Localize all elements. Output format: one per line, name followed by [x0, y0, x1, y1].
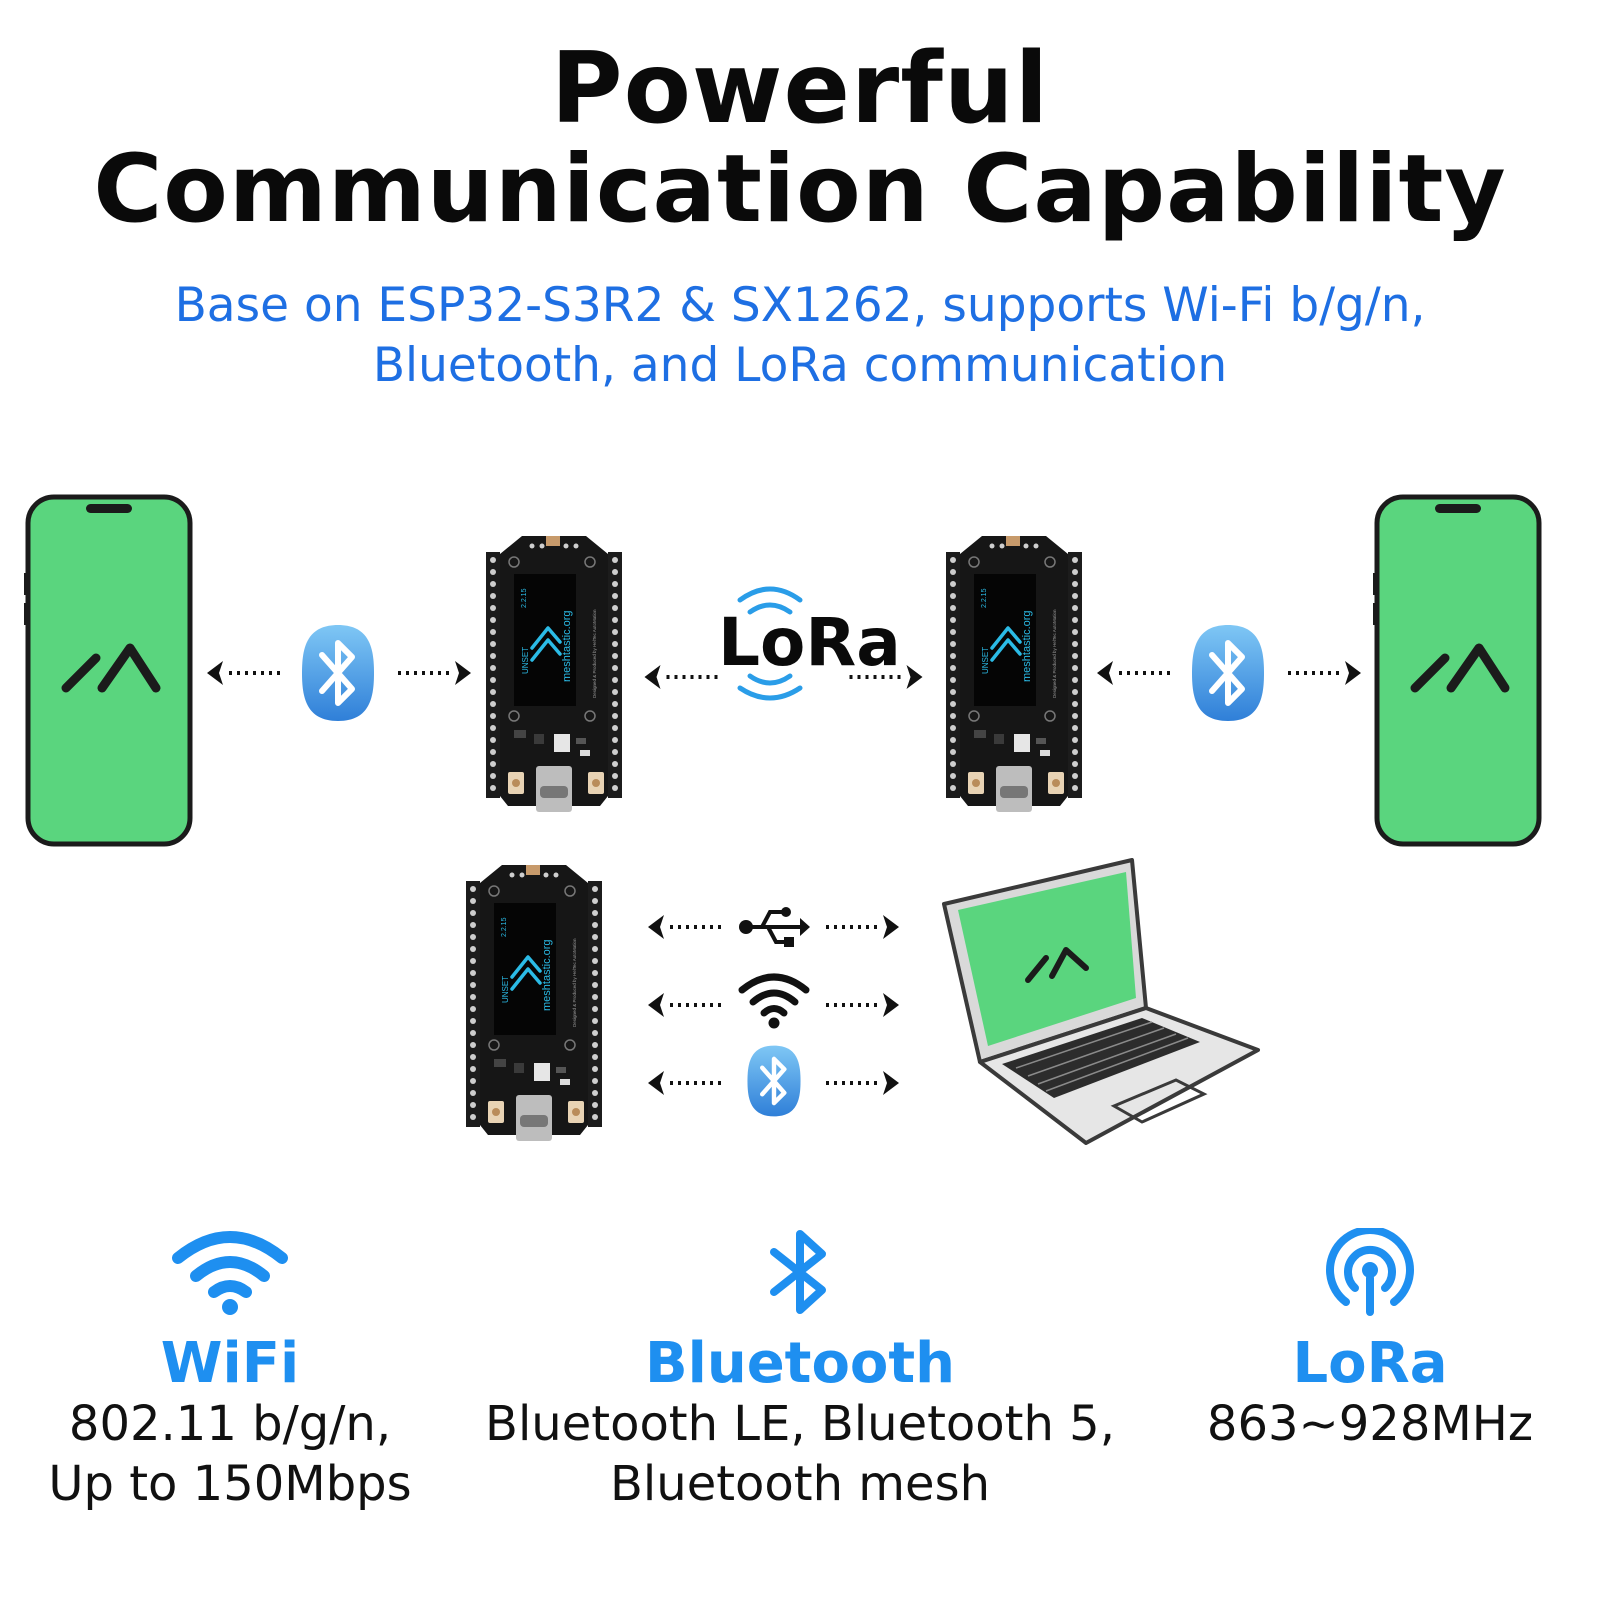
lora-board [944, 528, 1084, 813]
feature-desc: Up to 150Mbps [48, 1456, 412, 1512]
feature-desc: Bluetooth LE, Bluetooth 5, [485, 1396, 1115, 1452]
arrow-left [640, 912, 732, 942]
bluetooth-icon [746, 1044, 802, 1118]
bluetooth-icon [300, 623, 376, 723]
feature-name: WiFi [160, 1331, 300, 1396]
page-title: Powerful [550, 32, 1050, 146]
bluetooth-icon [760, 1228, 840, 1320]
feature-desc: Bluetooth mesh [610, 1456, 990, 1512]
arrow-right [815, 990, 907, 1020]
usb-icon [738, 904, 810, 950]
bluetooth-icon [1190, 623, 1266, 723]
lora-waves-icon [730, 578, 810, 712]
lora-label: LoRa [718, 604, 901, 681]
phone-left [24, 493, 194, 848]
page-title-line2: Communication Capability [93, 135, 1507, 244]
lora-board [484, 528, 624, 813]
feature-wifi: WiFi 802.11 b/g/n, Up to 150Mbps [20, 1228, 440, 1514]
arrow-right [1278, 658, 1368, 688]
lora-board [464, 857, 604, 1142]
feature-lora: LoRa 863~928MHz [1160, 1226, 1580, 1454]
feature-name: Bluetooth [644, 1331, 956, 1396]
arrow-right [815, 1068, 907, 1098]
arrow-left [640, 1068, 732, 1098]
feature-bluetooth: Bluetooth Bluetooth LE, Bluetooth 5, Blu… [450, 1228, 1150, 1514]
arrow-left [200, 658, 290, 688]
wifi-icon [170, 1228, 290, 1320]
arrow-left [640, 990, 732, 1020]
laptop [936, 858, 1266, 1148]
subtitle-line2: Bluetooth, and LoRa communication [372, 338, 1228, 393]
subtitle-line1: Base on ESP32-S3R2 & SX1262, supports Wi… [174, 278, 1426, 333]
wifi-icon [738, 970, 810, 1030]
arrow-right [815, 912, 907, 942]
arrow-left [1090, 658, 1180, 688]
subtitle: Base on ESP32-S3R2 & SX1262, supports Wi… [0, 276, 1600, 396]
lora-signal-icon [1324, 1226, 1416, 1320]
arrow-right [388, 658, 478, 688]
feature-desc: 802.11 b/g/n, [68, 1396, 392, 1452]
phone-right [1373, 493, 1543, 848]
feature-desc: 863~928MHz [1206, 1396, 1534, 1452]
feature-name: LoRa [1292, 1331, 1448, 1396]
arrow-right [832, 662, 937, 692]
